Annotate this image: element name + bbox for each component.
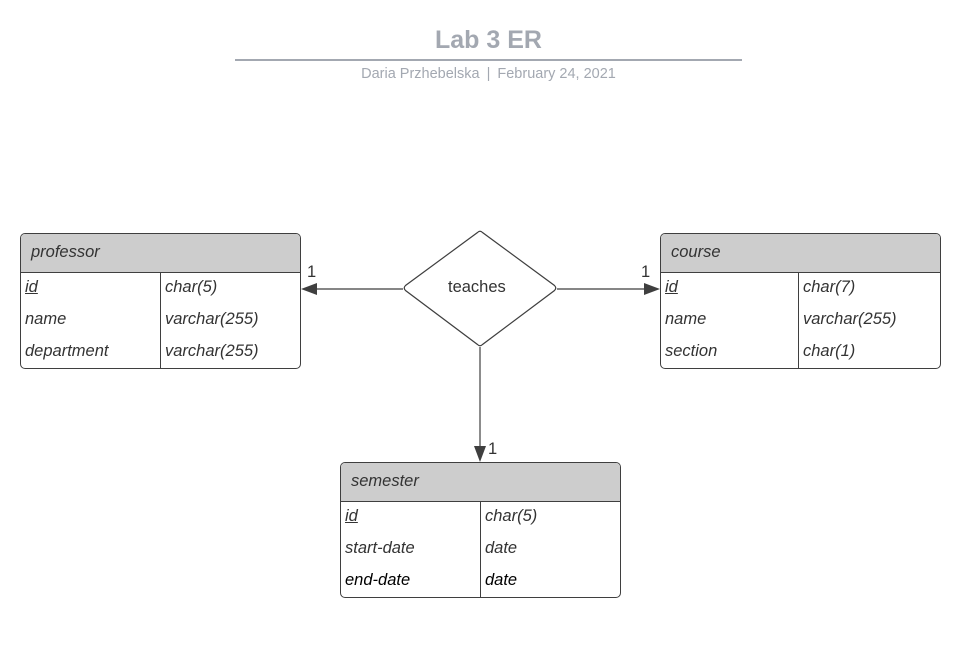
attribute-type: char(5) bbox=[165, 278, 218, 296]
column-divider bbox=[160, 273, 161, 368]
column-divider bbox=[798, 273, 799, 368]
cardinality-course: 1 bbox=[641, 263, 651, 281]
attribute-field: name bbox=[25, 310, 67, 328]
attribute-row: department varchar(255) bbox=[21, 337, 300, 368]
entity-semester-attributes: id char(5) start-date date end-date date bbox=[341, 502, 620, 597]
attribute-row: id char(5) bbox=[21, 273, 300, 305]
arrowhead-course bbox=[644, 283, 660, 295]
attribute-type: varchar(255) bbox=[165, 310, 259, 328]
relationship-label: teaches bbox=[448, 278, 506, 296]
arrowhead-semester bbox=[474, 446, 486, 462]
entity-course-attributes: id char(7) name varchar(255) section cha… bbox=[661, 273, 940, 368]
diagram-title: Lab 3 ER bbox=[435, 26, 542, 54]
author-name: Daria Przhebelska bbox=[361, 66, 480, 82]
attribute-row: name varchar(255) bbox=[661, 305, 940, 337]
entity-semester[interactable]: semester id char(5) start-date date end-… bbox=[340, 462, 621, 598]
cardinality-professor: 1 bbox=[307, 263, 317, 281]
attribute-field: end-date bbox=[345, 571, 411, 589]
subtitle-separator: | bbox=[486, 66, 491, 82]
diagram-date: February 24, 2021 bbox=[497, 66, 616, 82]
attribute-type: char(7) bbox=[803, 278, 856, 296]
attribute-field: id bbox=[665, 278, 678, 296]
relationship-diamond[interactable] bbox=[403, 230, 557, 347]
attribute-field: section bbox=[665, 342, 718, 360]
attribute-row: section char(1) bbox=[661, 337, 940, 368]
title-divider bbox=[235, 59, 742, 61]
attribute-type: date bbox=[485, 539, 518, 557]
attribute-row: id char(7) bbox=[661, 273, 940, 305]
cardinality-semester: 1 bbox=[488, 440, 498, 458]
attribute-row: name varchar(255) bbox=[21, 305, 300, 337]
attribute-field: id bbox=[25, 278, 38, 296]
attribute-type: varchar(255) bbox=[803, 310, 897, 328]
attribute-field: name bbox=[665, 310, 707, 328]
entity-professor-name: professor bbox=[21, 234, 300, 273]
attribute-row: id char(5) bbox=[341, 502, 620, 534]
entity-course-name: course bbox=[661, 234, 940, 273]
entity-semester-name: semester bbox=[341, 463, 620, 502]
attribute-row: start-date date bbox=[341, 534, 620, 566]
attribute-row: end-date date bbox=[341, 566, 620, 597]
entity-professor[interactable]: professor id char(5) name varchar(255) d… bbox=[20, 233, 301, 369]
attribute-type: char(1) bbox=[803, 342, 856, 360]
attribute-field: id bbox=[345, 507, 358, 525]
entity-professor-attributes: id char(5) name varchar(255) department … bbox=[21, 273, 300, 368]
attribute-field: department bbox=[25, 342, 109, 360]
attribute-field: start-date bbox=[345, 539, 415, 557]
attribute-type: date bbox=[485, 571, 518, 589]
arrowhead-professor bbox=[301, 283, 317, 295]
attribute-type: char(5) bbox=[485, 507, 538, 525]
entity-course[interactable]: course id char(7) name varchar(255) sect… bbox=[660, 233, 941, 369]
column-divider bbox=[480, 502, 481, 597]
attribute-type: varchar(255) bbox=[165, 342, 259, 360]
diagram-subtitle: Daria Przhebelska | February 24, 2021 bbox=[235, 66, 742, 82]
